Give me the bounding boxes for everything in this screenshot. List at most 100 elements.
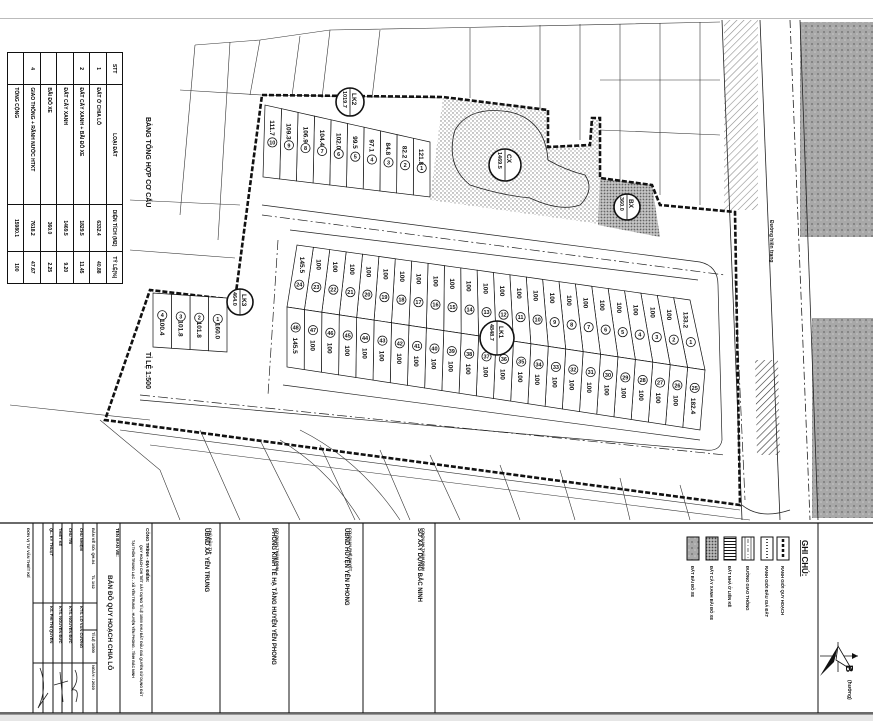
table-cell: ĐẤT Ở CHIA LÔ — [89, 84, 107, 205]
lot-area: 100 — [447, 361, 454, 372]
lot-number: 30 — [605, 373, 611, 379]
block-code: BX — [627, 199, 634, 209]
table-cell: 1469.5 — [56, 204, 74, 252]
lot-number-badge — [360, 333, 371, 344]
lot-number: 24 — [296, 283, 303, 289]
lot-number-badge — [672, 380, 683, 391]
sheet-info: BẢN VẼ SỐ: QH-04 — [91, 528, 96, 565]
lot-area: 133.2 — [682, 312, 689, 329]
lk2-lot-4[interactable]: 497.1 — [362, 126, 381, 192]
lot-number-badge — [668, 334, 679, 345]
lk1-lot-34[interactable]: 34 100 — [527, 343, 549, 407]
lot-number: 7 — [321, 149, 324, 155]
lot-number: 5 — [354, 155, 357, 161]
lot-number-badge — [294, 279, 305, 290]
lot-number: 18 — [398, 298, 404, 304]
lots-layer: 1133.22100310041005100610071008100910010… — [152, 104, 706, 431]
lot-number-badge — [481, 307, 492, 318]
block-code: LK2 — [350, 93, 357, 106]
lot-number: 2 — [672, 338, 675, 344]
lot-area: 100 — [533, 374, 540, 385]
lot-area: 100 — [464, 364, 471, 375]
lot-number: 35 — [518, 360, 524, 366]
lk2-lot-3[interactable]: 384.8 — [379, 130, 398, 194]
consultant-label: ĐƠN VỊ TƯ VẤN THIẾT KẾ — [26, 528, 31, 578]
lot-area: 100.4 — [158, 319, 165, 336]
staff-name: KTS. NGUYỄN ĐỨC — [68, 606, 73, 644]
lot-number: 34 — [536, 362, 543, 368]
lot-area: 100 — [326, 343, 333, 354]
approval-org: SỞ XÂY DỰNG BẮC NINH — [416, 528, 424, 602]
lk2-lot-5[interactable]: 599.5 — [346, 123, 365, 190]
lot-number: 23 — [313, 285, 319, 291]
table-cell: 15980.1 — [7, 204, 24, 252]
road-label: Đường hiện trạng — [768, 220, 774, 262]
lot-number: 4 — [161, 313, 165, 319]
lot-number-badge — [342, 330, 353, 341]
lot-number: 33 — [553, 365, 559, 371]
lot-area: 160.0 — [213, 323, 220, 340]
lot-number: 20 — [364, 293, 370, 299]
lot-number: 7 — [587, 325, 590, 331]
lot-area: 100 — [308, 340, 315, 351]
table-cell: 6332.4 — [89, 204, 107, 252]
lot-area: 100 — [531, 290, 538, 301]
staff-name: KS. PHÍ THỊ QUYÊN — [49, 606, 54, 643]
lot-number: 40 — [431, 347, 437, 353]
block-code: LK1 — [497, 326, 504, 339]
lk2-lot-2[interactable]: 282.2 — [396, 134, 414, 196]
staff-role: QL. KỸ THUẬT — [49, 528, 54, 557]
